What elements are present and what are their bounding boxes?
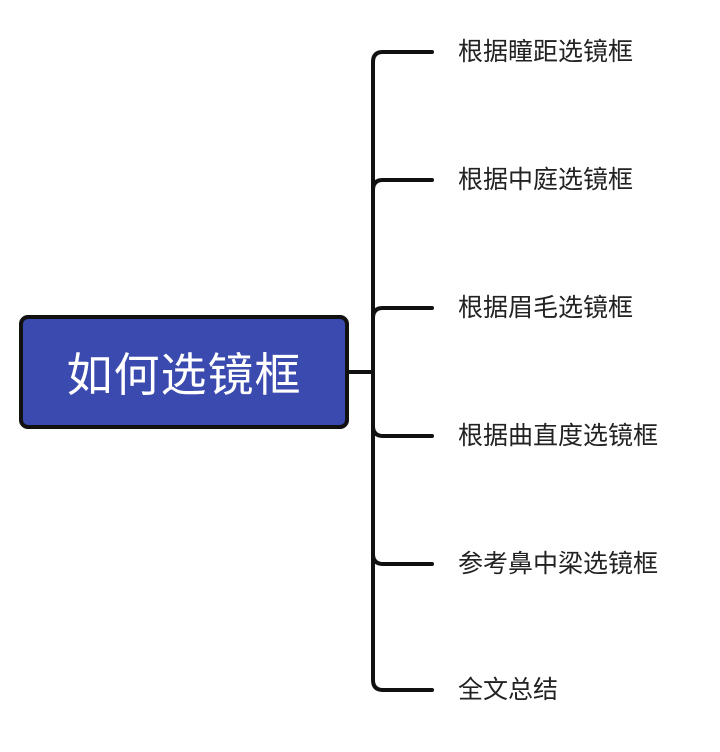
branch-connector-4 [371, 424, 434, 438]
branch-label-curvature: 根据曲直度选镜框 [458, 421, 659, 450]
root-label: 如何选镜框 [66, 348, 302, 402]
branch-label-pupil-distance: 根据瞳距选镜框 [458, 37, 634, 66]
branch-connector-3 [371, 306, 434, 320]
branch-label-eyebrows: 根据眉毛选镜框 [458, 293, 634, 322]
branch-label-midface: 根据中庭选镜框 [458, 165, 634, 194]
trunk-line [371, 50, 434, 692]
branch-label-summary: 全文总结 [458, 675, 559, 704]
root-node: 如何选镜框 [19, 315, 349, 429]
branch-connector-2 [371, 178, 434, 192]
branch-label-nose-bridge: 参考鼻中梁选镜框 [458, 549, 659, 578]
branch-connector-5 [371, 552, 434, 566]
